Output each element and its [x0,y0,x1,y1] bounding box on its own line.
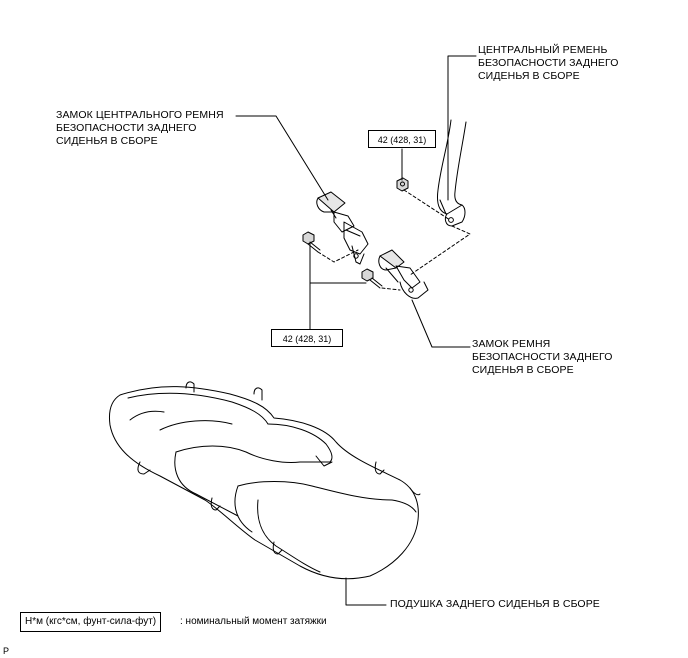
alignment-lines-lower [317,249,401,291]
label-line: БЕЗОПАСНОСТИ ЗАДНЕГО [56,122,197,134]
bolt-part-right [361,268,383,289]
label-center-belt: ЦЕНТРАЛЬНЫЙ РЕМЕНЬ БЕЗОПАСНОСТИ ЗАДНЕГО … [478,44,618,83]
label-center-buckle: ЗАМОК ЦЕНТРАЛЬНОГО РЕМНЯ БЕЗОПАСНОСТИ ЗА… [56,109,224,148]
label-line: ПОДУШКА ЗАДНЕГО СИДЕНЬЯ В СБОРЕ [390,598,600,610]
nut-part [396,177,409,192]
label-line: БЕЗОПАСНОСТИ ЗАДНЕГО [472,351,613,363]
label-buckle: ЗАМОК РЕМНЯ БЕЗОПАСНОСТИ ЗАДНЕГО СИДЕНЬЯ… [472,338,612,377]
bolt-part-left [302,231,321,253]
torque-spec-upper: 42 (428, 31) [368,130,436,148]
page-mark: P [3,646,10,656]
label-line: ЗАМОК ЦЕНТРАЛЬНОГО РЕМНЯ [56,109,224,121]
seat-cushion-part [109,381,421,580]
label-line: СИДЕНЬЯ В СБОРЕ [478,70,580,82]
leader-lines [235,55,477,606]
legend-description: : номинальный момент затяжки [180,616,327,627]
center-buckle-part [316,191,369,265]
center-belt-part [437,119,467,227]
legend-unit-box: Н*м (кгс*см, фунт-сила-фут) [20,612,162,632]
buckle-part [378,249,429,299]
alignment-lines-upper [403,189,471,276]
label-line: СИДЕНЬЯ В СБОРЕ [56,135,158,147]
label-line: БЕЗОПАСНОСТИ ЗАДНЕГО [478,57,619,69]
torque-spec-lower: 42 (428, 31) [271,329,343,347]
label-line: ЦЕНТРАЛЬНЫЙ РЕМЕНЬ [478,44,608,56]
label-cushion: ПОДУШКА ЗАДНЕГО СИДЕНЬЯ В СБОРЕ [390,598,600,611]
label-line: ЗАМОК РЕМНЯ [472,338,551,350]
label-line: СИДЕНЬЯ В СБОРЕ [472,364,574,376]
